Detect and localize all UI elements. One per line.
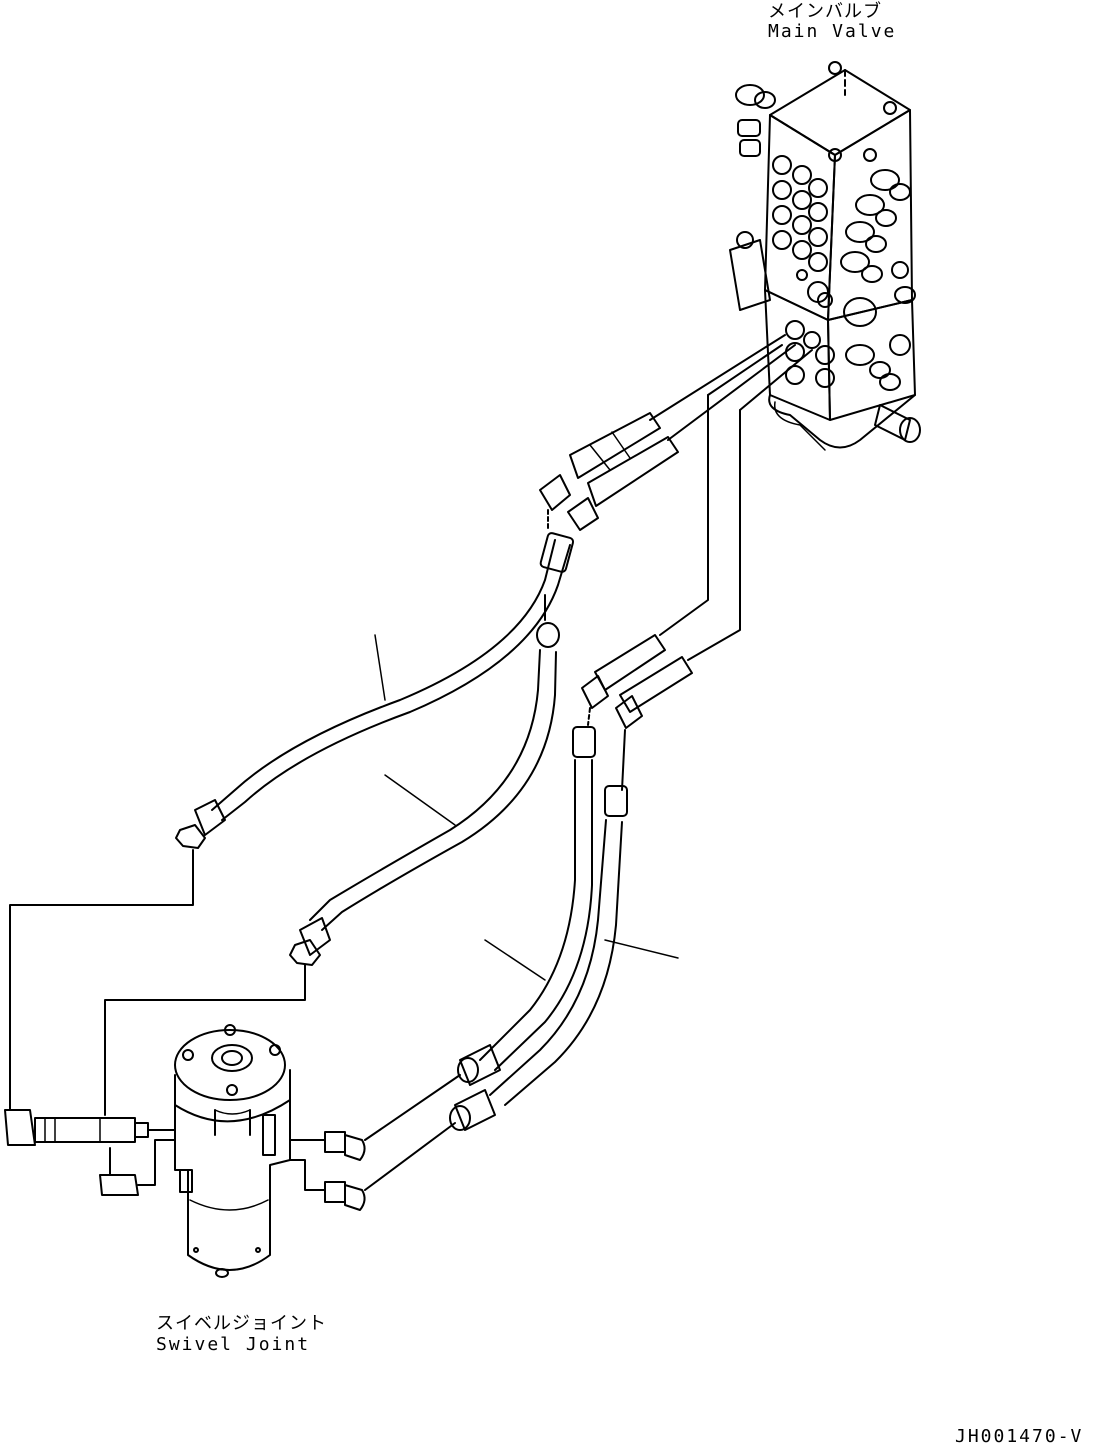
swivel-joint — [175, 1025, 290, 1277]
main-valve — [730, 62, 920, 450]
main-valve-label-en: Main Valve — [768, 21, 897, 42]
hose-set — [5, 335, 812, 1210]
swivel-joint-label-jp: スイベルジョイント — [156, 1313, 327, 1334]
drawing-code: JH001470-V — [955, 1426, 1084, 1447]
swivel-joint-label-en: Swivel Joint — [156, 1334, 311, 1355]
main-valve-label-jp: メインバルブ — [768, 1, 882, 22]
